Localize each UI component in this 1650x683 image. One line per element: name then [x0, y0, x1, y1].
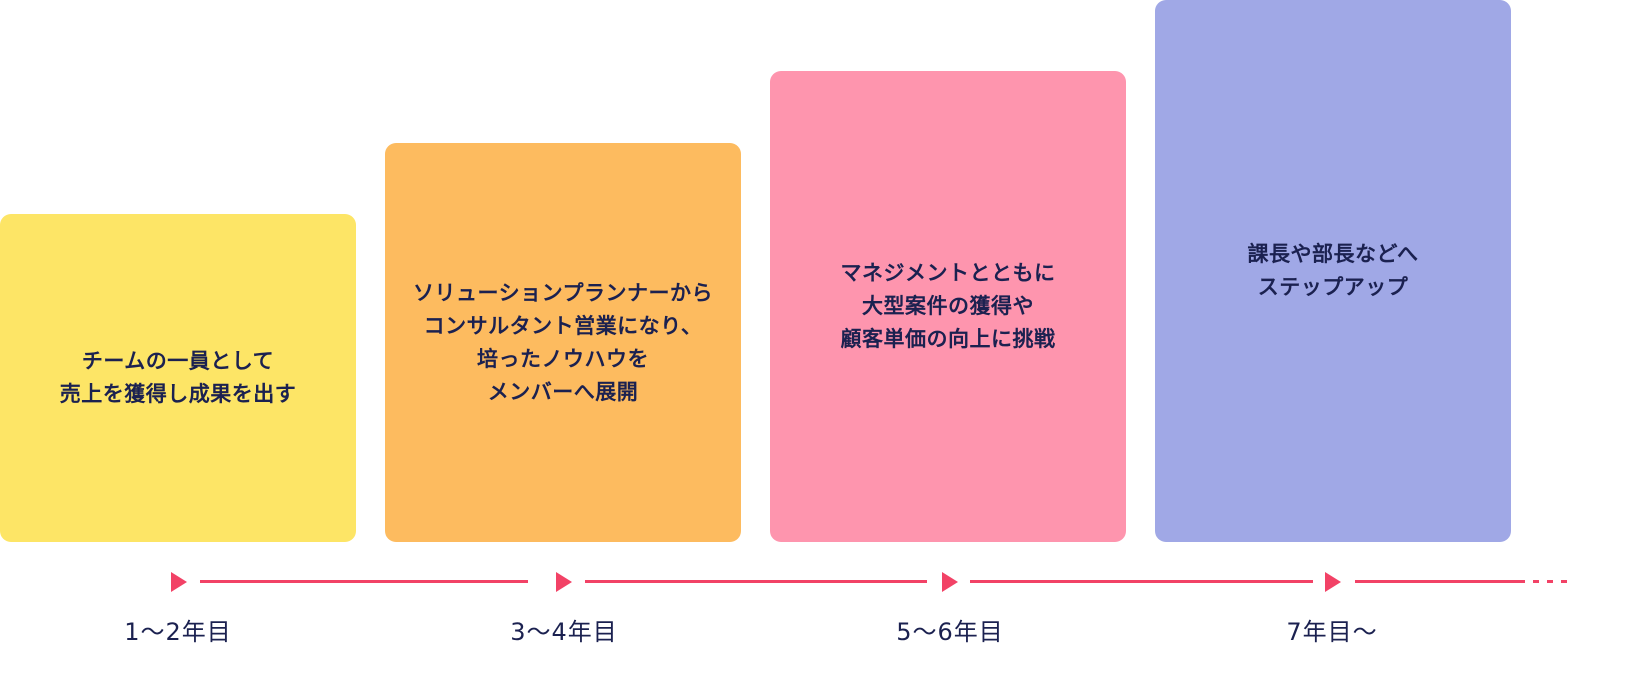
timeline-arrow-icon — [1325, 572, 1341, 592]
stage-4-text: 課長や部長などへ ステップアップ — [1247, 242, 1419, 299]
timeline-line — [200, 580, 528, 583]
timeline-line — [1355, 580, 1525, 583]
stage-card-4: 課長や部長などへ ステップアップ — [1155, 0, 1511, 542]
timeline-line — [970, 580, 1313, 583]
period-label-2: 3〜4年目 — [510, 618, 618, 646]
period-label-1: 1〜2年目 — [124, 618, 232, 646]
stage-3-text: マネジメントとともに 大型案件の獲得や 顧客単価の向上に挑戦 — [840, 261, 1056, 351]
stage-card-2: ソリューションプランナーから コンサルタント営業になり、 培ったノウハウを メン… — [385, 143, 741, 542]
stage-card-1: チームの一員として 売上を獲得し成果を出す — [0, 214, 356, 542]
period-label-4: 7年目〜 — [1286, 618, 1378, 646]
stage-card-3: マネジメントとともに 大型案件の獲得や 顧客単価の向上に挑戦 — [770, 71, 1126, 542]
timeline-line — [585, 580, 927, 583]
period-label-3: 5〜6年目 — [896, 618, 1004, 646]
timeline-arrow-icon — [942, 572, 958, 592]
stage-2-text: ソリューションプランナーから コンサルタント営業になり、 培ったノウハウを メン… — [413, 280, 713, 404]
timeline-arrow-icon — [556, 572, 572, 592]
timeline-dash — [1533, 580, 1539, 583]
stage-1-text: チームの一員として 売上を獲得し成果を出す — [59, 349, 297, 406]
timeline-dash — [1547, 580, 1553, 583]
timeline-dash — [1561, 580, 1567, 583]
timeline-arrow-icon — [171, 572, 187, 592]
